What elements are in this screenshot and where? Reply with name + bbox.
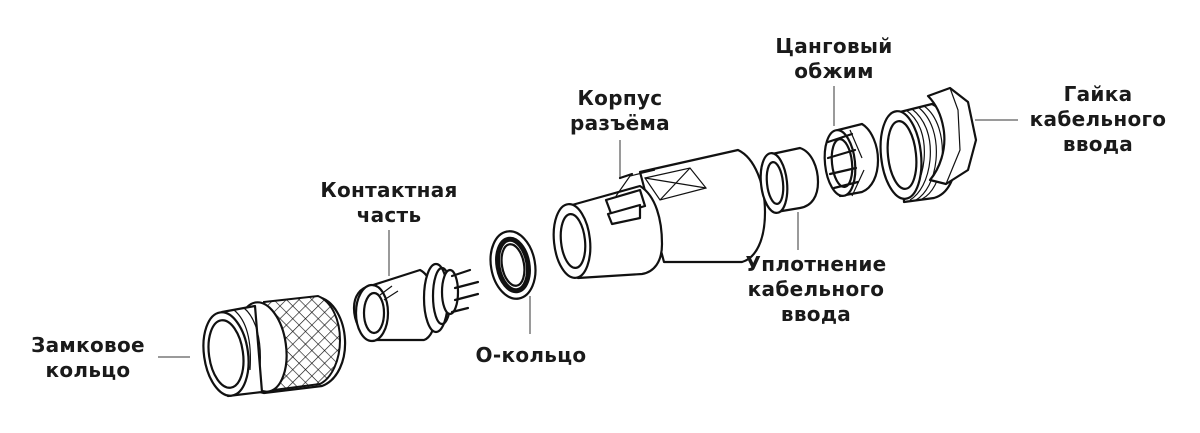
collet-clamp-icon [823, 122, 880, 198]
knurled-locking-ring-icon [202, 294, 347, 398]
label-housing: Корпус разъёма [570, 86, 670, 135]
label-seal: Уплотнение кабельного ввода [745, 252, 887, 326]
label-locking-ring: Замковое кольцо [31, 333, 145, 382]
cable-gland-seal-icon [759, 146, 820, 214]
pin-contact-insert-icon [352, 262, 480, 343]
label-contact-insert: Контактная часть [320, 178, 458, 227]
connector-housing-icon [552, 148, 767, 280]
gland-nut-icon [879, 86, 978, 204]
label-nut: Гайка кабельного ввода [1029, 82, 1167, 156]
o-ring-icon [489, 230, 537, 300]
label-collet: Цанговый обжим [775, 34, 893, 83]
leader-lines [158, 86, 1018, 358]
label-o-ring: О-кольцо [475, 343, 587, 367]
